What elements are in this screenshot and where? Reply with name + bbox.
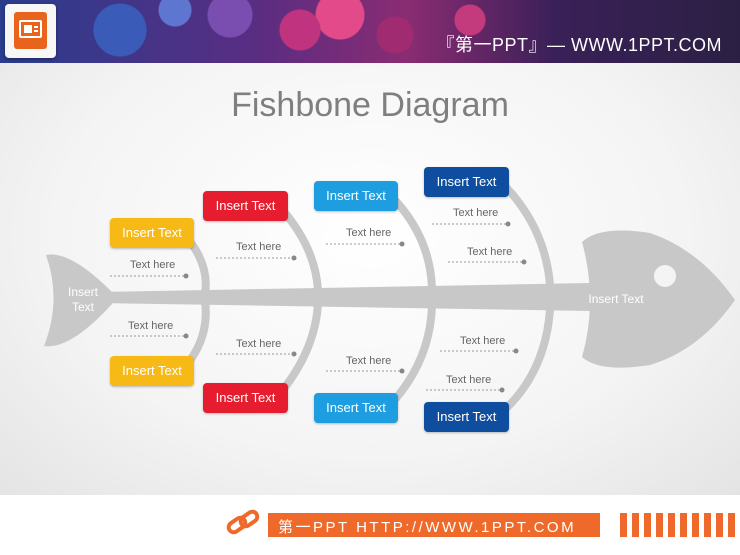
paperclip-icon [226,509,260,535]
footer-stripes [620,513,740,537]
cause-box-top-3[interactable]: Insert Text [314,181,398,211]
cause-box-bottom-4[interactable]: Insert Text [424,402,509,432]
rib-bottom-4 [497,309,554,418]
rib-bottom-3 [387,305,436,408]
brand-text: 『第一PPT』— WWW.1PPT.COM [436,35,722,55]
cause-box-bottom-2[interactable]: Insert Text [203,383,288,413]
fish-eye [654,265,676,287]
note-label: Text here [467,246,513,258]
head-label: Insert Text [588,292,644,306]
cause-box-top-2[interactable]: Insert Text [203,191,288,221]
note-label: Text here [460,335,506,347]
note-label: Text here [128,320,174,332]
logo [5,4,56,58]
page-title: Fishbone Diagram [231,86,509,124]
note-label: Text here [236,338,282,350]
fish-head [582,230,735,368]
header-banner: 『第一PPT』— WWW.1PPT.COM [0,0,740,63]
tail-label: Insert Text [67,285,98,314]
cause-box-top-4[interactable]: Insert Text [424,167,509,197]
presentation-icon [14,12,47,49]
cause-box-top-1[interactable]: Insert Text [110,218,194,248]
note-label: Text here [346,227,392,239]
fish-spine [100,283,590,311]
note-label: Text here [236,241,282,253]
footer-bar [268,513,600,537]
note-label: Text here [446,374,492,386]
cause-box-bottom-3[interactable]: Insert Text [314,393,398,423]
cause-box-bottom-1[interactable]: Insert Text [110,356,194,386]
note-label: Text here [346,355,392,367]
rib-top-3 [387,192,436,289]
fish-tail [44,254,112,347]
note-label: Text here [453,207,499,219]
note-label: Text here [130,259,176,271]
rib-top-4 [497,178,554,286]
footer-url[interactable]: 第一PPT HTTP://WWW.1PPT.COM [278,519,577,536]
